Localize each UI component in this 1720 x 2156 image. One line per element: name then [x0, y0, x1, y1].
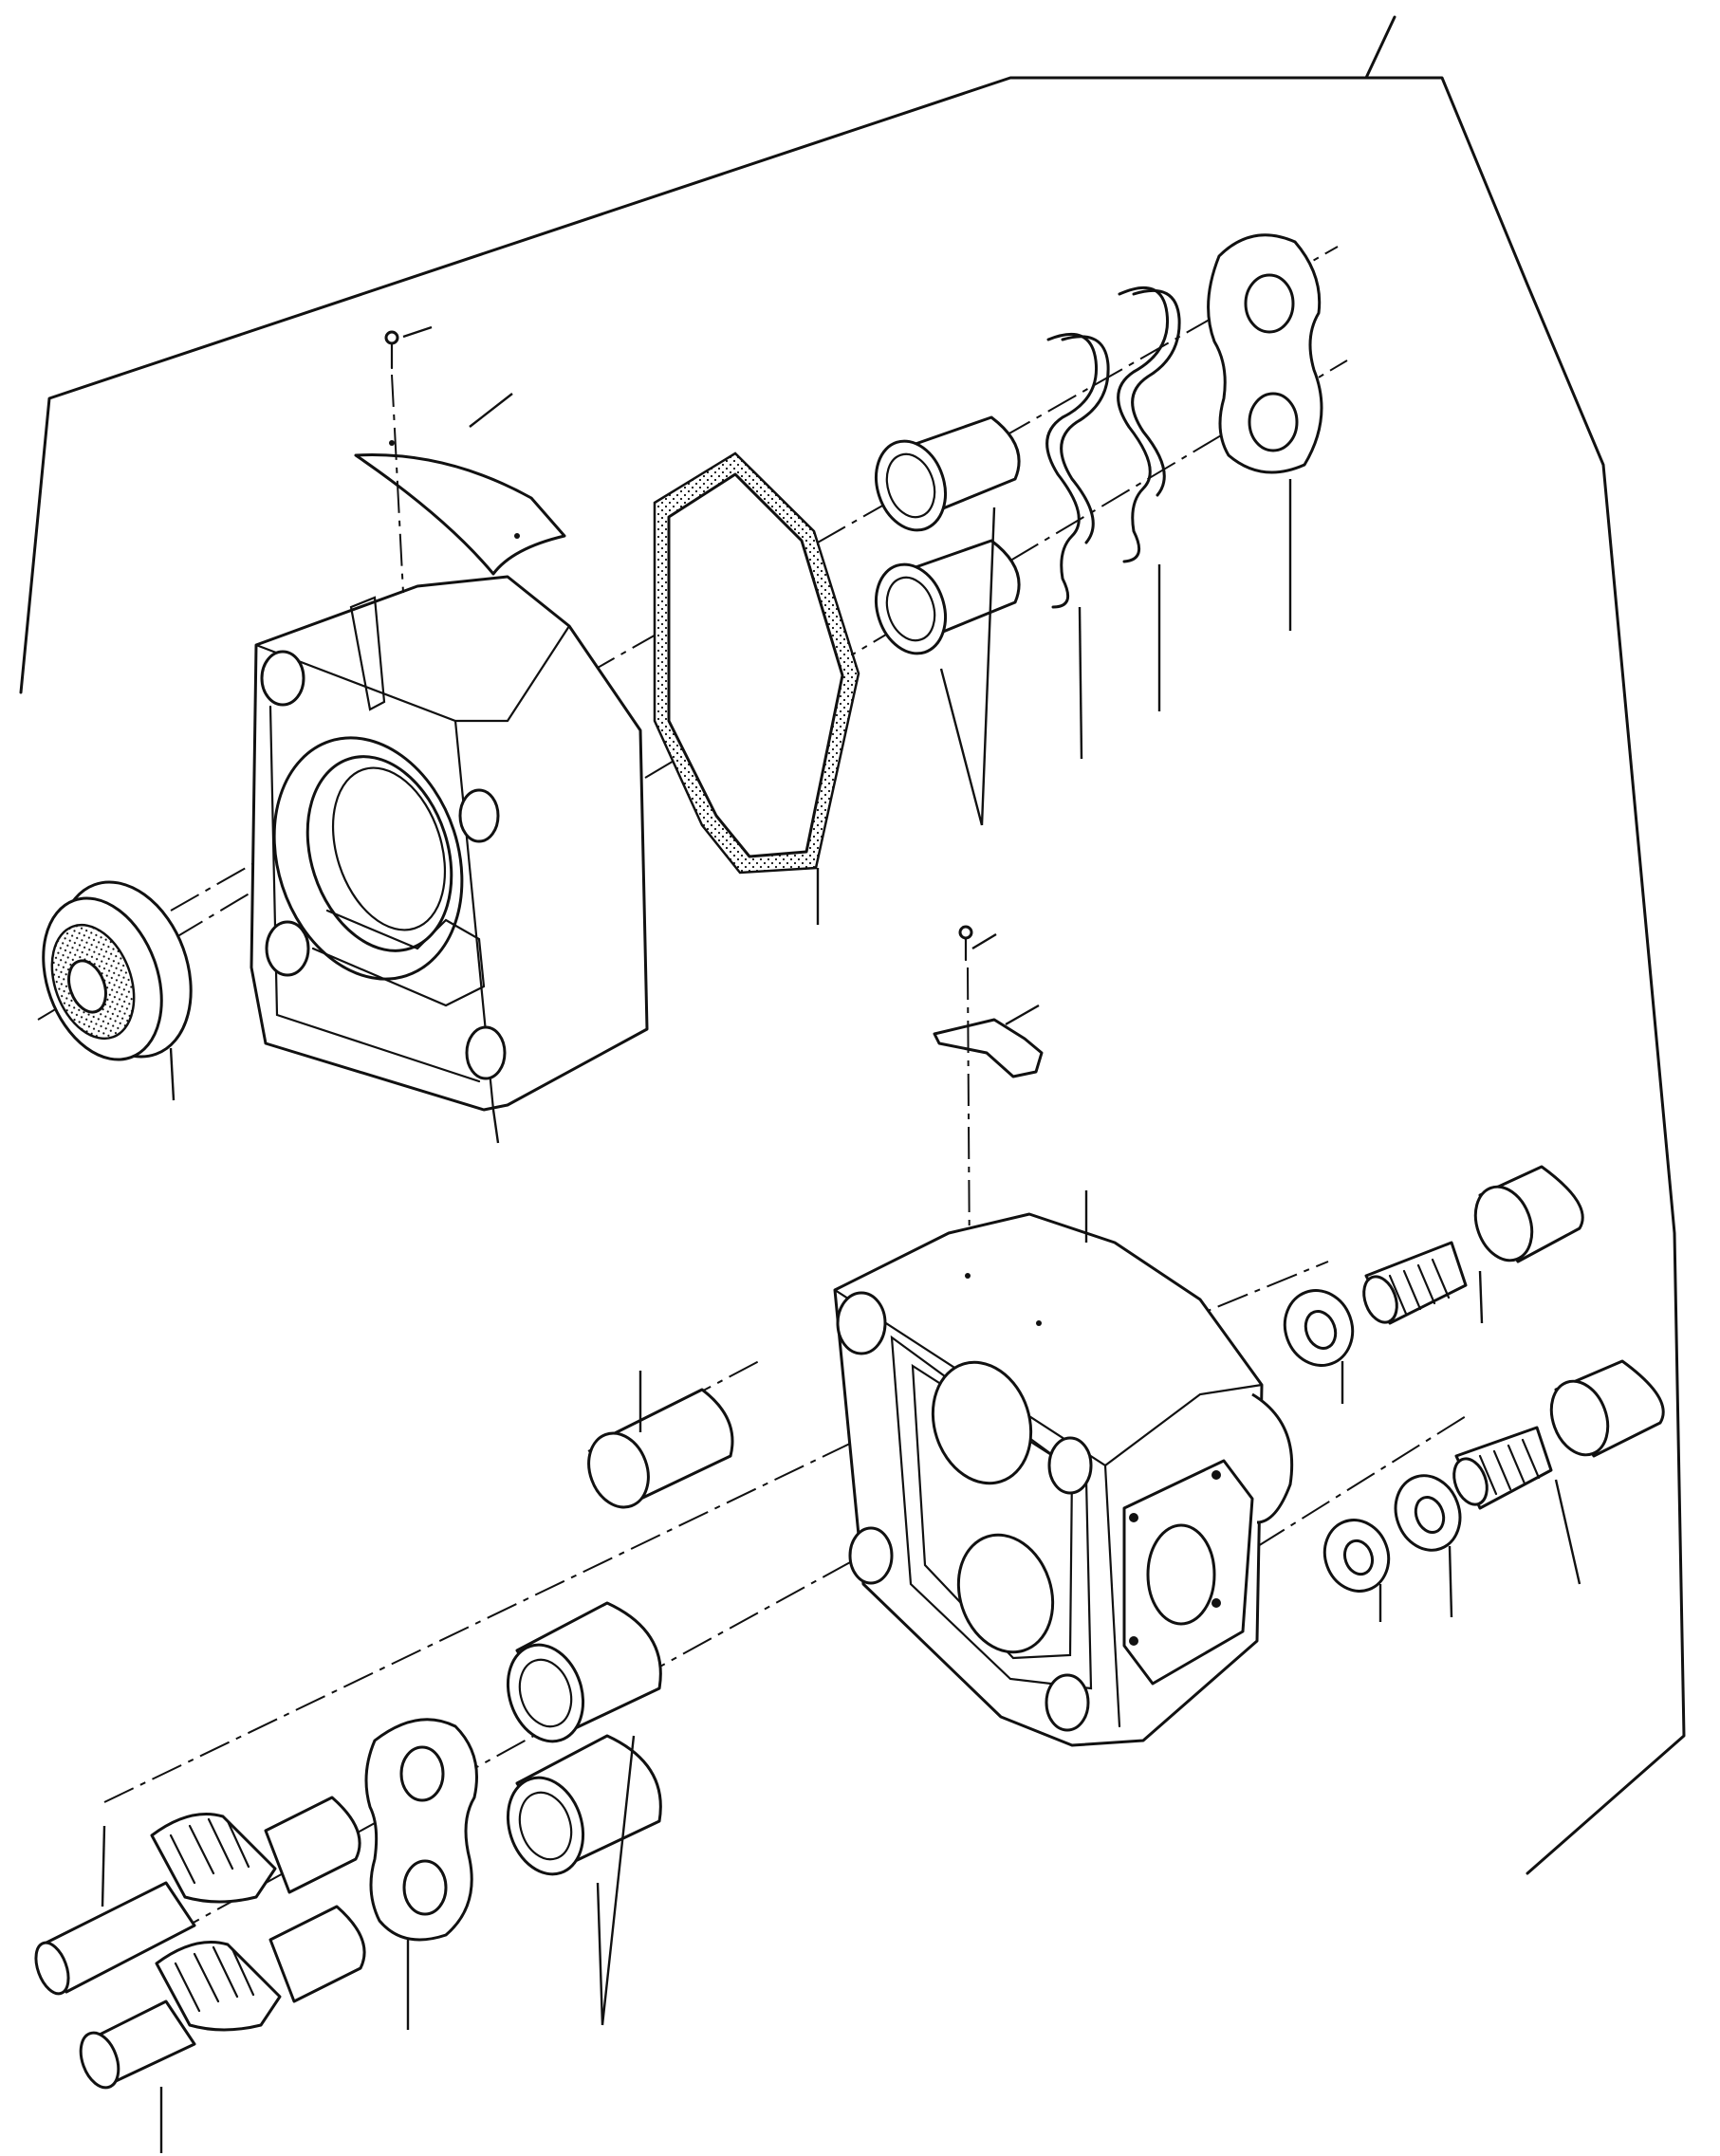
- needle-bearing-upper-2: [875, 539, 1021, 655]
- shaft-seal: [42, 880, 193, 1061]
- arrow-plate: [933, 1018, 1044, 1078]
- drive-screw: [384, 330, 399, 370]
- section-frame: [19, 15, 1686, 1875]
- leader-relief-washer-lower-2: [1448, 1545, 1453, 1618]
- pressure-plate-upper: [1207, 233, 1323, 474]
- drive-gear-shaft: [34, 1796, 361, 1996]
- drive-screw-2: [958, 925, 973, 962]
- wire-seal-2: [1117, 286, 1181, 563]
- leader-screw-2: [971, 932, 997, 950]
- leader-name-plate: [469, 393, 513, 428]
- leader-drive-gear: [101, 1825, 106, 1907]
- leader-bearings-upper: [939, 507, 996, 826]
- pressure-plate-lower: [364, 1718, 478, 1942]
- needle-bearing-lower-2: [506, 1734, 662, 1876]
- leader-seal: [169, 1047, 176, 1101]
- lower-axis-1: [103, 1441, 855, 1803]
- leader-rear-cover: [491, 1109, 500, 1144]
- relief-plug-upper: [1473, 1165, 1584, 1263]
- name-plate: [354, 440, 566, 576]
- relief-plug-lower: [1549, 1359, 1665, 1458]
- needle-bearing-upper-1: [875, 415, 1021, 532]
- dowel-pin: [587, 1388, 734, 1509]
- relief-washer-lower-1: [1322, 1519, 1391, 1593]
- screw-axis-2: [967, 967, 971, 1272]
- lower-axis-4: [1119, 1261, 1329, 1348]
- leader-wire-seal-1: [1078, 606, 1083, 760]
- relief-washer-lower-2: [1394, 1474, 1462, 1552]
- leader-bearings-lower: [596, 1735, 636, 2026]
- pump-body: [833, 1212, 1294, 1747]
- rear-cover: [250, 575, 649, 1112]
- screw-axis-1: [391, 374, 404, 594]
- needle-bearing-lower-1: [506, 1601, 662, 1743]
- relief-spring-lower: [1452, 1426, 1553, 1510]
- leader-relief-spring-lower: [1554, 1479, 1581, 1585]
- leader-relief-spring-upper: [1478, 1270, 1484, 1324]
- rear-cover-group: [37, 233, 1348, 1144]
- front-body-group: [34, 925, 1665, 2153]
- wire-seal-1: [1045, 332, 1110, 609]
- leader-arrow-plate: [1005, 1004, 1040, 1026]
- leader-screw-1: [402, 325, 433, 339]
- body-gasket: [653, 451, 860, 875]
- relief-washer-upper: [1283, 1289, 1355, 1367]
- driven-gear-shaft: [79, 1905, 366, 2090]
- relief-spring-upper: [1362, 1241, 1468, 1325]
